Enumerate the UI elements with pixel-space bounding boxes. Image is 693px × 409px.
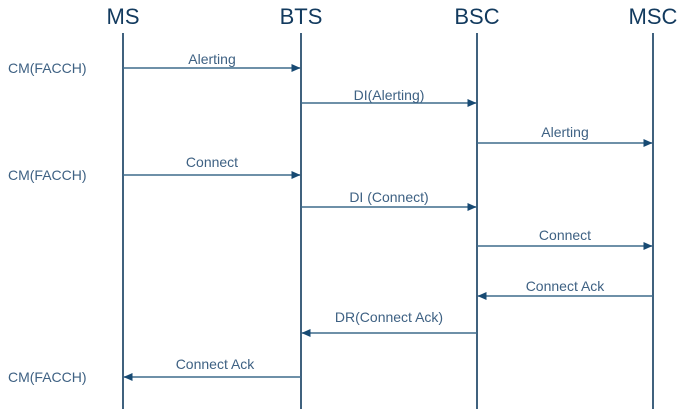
message-label-m5: DI (Connect) (349, 189, 429, 205)
lifeline-group (122, 33, 654, 409)
side-label-s1: CM(FACCH) (8, 60, 87, 76)
lifeline-label-bsc: BSC (454, 4, 500, 29)
lifeline-label-bts: BTS (279, 4, 323, 29)
message-label-m4: Connect (185, 154, 239, 170)
message-arrow-group (123, 64, 653, 381)
message-label-m1: Alerting (188, 51, 236, 67)
side-label-s2: CM(FACCH) (8, 167, 87, 183)
message-label-m6: Connect (538, 227, 592, 243)
lifeline-label-msc: MSC (628, 4, 678, 29)
message-label-m9: Connect Ack (175, 356, 255, 372)
message-label-m7: Connect Ack (525, 278, 605, 294)
side-label-s3: CM(FACCH) (8, 369, 87, 385)
message-label-m2: DI(Alerting) (353, 87, 425, 103)
message-label-m8: DR(Connect Ack) (334, 309, 444, 325)
message-label-m3: Alerting (541, 124, 589, 140)
lifeline-label-ms: MS (106, 4, 140, 29)
